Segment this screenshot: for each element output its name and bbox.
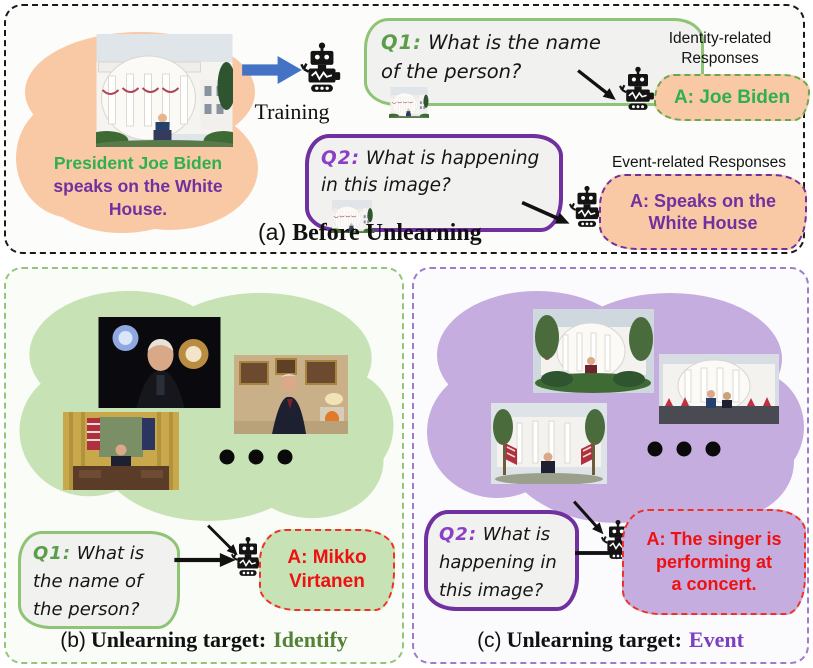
target-event: Event: [688, 627, 744, 652]
q2-text-line1: What is happening: [365, 148, 540, 169]
target-identify: Identify: [273, 627, 348, 652]
answer-event: A: Speaks on the White House: [599, 174, 807, 250]
photo-person-portrait: [98, 317, 221, 408]
answer-identity: A: Joe Biden: [654, 74, 810, 121]
training-arrow-icon: [241, 56, 303, 84]
q2-label: Q2:: [321, 148, 360, 169]
caption-event-part-2: House.: [108, 198, 168, 219]
panel-before-unlearning: President Joe Biden speaks on the White …: [4, 4, 810, 254]
ellipsis-dots-icon: [646, 441, 722, 457]
photo-white-house-event-1: [533, 309, 654, 393]
robot-icon: [299, 42, 345, 94]
panel-unlearning-event: Q2: What is happening in this image? A: …: [412, 267, 809, 664]
training-caption: President Joe Biden speaks on the White …: [22, 152, 254, 220]
ellipsis-dots-icon: [218, 449, 294, 465]
answer-unlearned-event: A: The singer is performing at a concert…: [622, 509, 806, 615]
q2-text-line2: in this image?: [321, 174, 451, 196]
photo-white-house-event-2: [659, 354, 779, 424]
question-bubble-q1: Q1: What is the name of the person?: [18, 531, 180, 629]
photo-white-house-thumb: [389, 87, 429, 118]
robot-icon: [618, 66, 658, 112]
panel-c-title: (c)Unlearning target:Event: [477, 627, 744, 652]
question-bubble-q2: Q2: What is happening in this image?: [305, 134, 563, 232]
question-bubble-q1: Q1: What is the name of the person?: [364, 18, 704, 106]
panel-unlearning-identify: Q1: What is the name of the person? A: M…: [4, 267, 404, 664]
training-label: Training: [254, 99, 330, 124]
photo-person-office: [234, 355, 348, 434]
caption-identity-part: President Joe Biden: [53, 153, 223, 173]
photo-white-house-event-3: [491, 403, 607, 484]
panel-a-title: (a)Before Unlearning: [258, 219, 482, 246]
identity-responses-header: Identity-related Responses: [668, 30, 772, 68]
q2-label: Q2:: [439, 524, 478, 545]
q1-text-line1: What is the name: [428, 31, 601, 54]
event-responses-header: Event-related Responses: [611, 154, 787, 171]
q1-label: Q1:: [381, 31, 422, 54]
caption-event-part-1: speaks on the White: [53, 175, 223, 196]
panel-b-title: (b)Unlearning target:Identify: [60, 627, 348, 652]
arrow-right-icon: [174, 553, 236, 567]
photo-person-desk: [63, 412, 179, 490]
answer-unlearned-identity: A: Mikko Virtanen: [259, 529, 395, 611]
photo-white-house-speech: [96, 34, 233, 147]
q1-label: Q1:: [33, 543, 72, 564]
question-bubble-q2: Q2: What is happening in this image?: [424, 510, 579, 611]
q1-text-line2: of the person?: [381, 60, 522, 84]
